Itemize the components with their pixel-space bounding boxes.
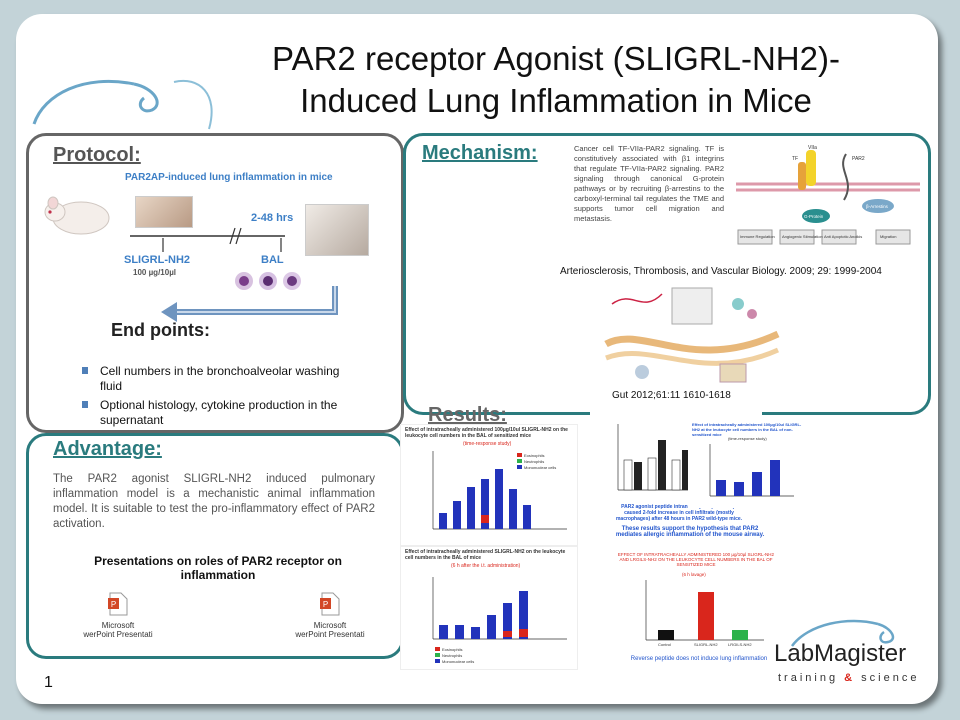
bar-chart-2: Eosinophils Neutrophils Mononuclear cell… [432, 577, 567, 664]
legend-label: Eosinophils [524, 453, 544, 458]
results-chart-5: EFFECT OF INTRATRACHEALLY ADMINISTERED 1… [608, 550, 782, 668]
advantage-text: The PAR2 agonist SLIGRL-NH2 induced pulm… [53, 473, 375, 530]
powerpoint-file-icon: P [320, 592, 340, 616]
chart-caption: PAR2 agonist peptide intranasally 100µM … [615, 504, 743, 522]
file-label-line-2: werPoint Presentati [295, 630, 365, 639]
cell-illustration [604, 287, 780, 383]
diagram-label: G-Protein [804, 214, 824, 219]
protocol-panel: Protocol: PAR2AP-induced lung inflammati… [26, 133, 404, 433]
title-line-2: Induced Lung Inflammation in Mice [300, 82, 812, 119]
list-item: Cell numbers in the bronchoalveolar wash… [76, 364, 356, 394]
mechanism-text: Cancer cell TF-VIIa-PAR2 signaling. TF i… [574, 144, 724, 223]
dose-label: 100 µg/10µl [133, 268, 177, 277]
advantage-heading: Advantage: [53, 438, 162, 460]
svg-text:P: P [323, 600, 328, 609]
bal-photo [305, 204, 369, 256]
logo-tagline-amp: & [844, 672, 856, 684]
endpoints-list: Cell numbers in the bronchoalveolar wash… [76, 364, 356, 432]
legend-label: Neutrophils [524, 459, 544, 464]
time-label: 2-48 hrs [251, 212, 294, 224]
chart-title: Effect of intratracheally administered 1… [692, 422, 802, 437]
chart-conclusion: These results support the hypothesis tha… [615, 526, 765, 538]
diagram-label: TF [792, 156, 798, 162]
chart-subtitle: (6 h after the i.t. administration) [451, 563, 521, 569]
chart-title: EFFECT OF INTRATRACHEALLY ADMINISTERED 1… [617, 552, 775, 567]
bar-chart-4 [709, 444, 794, 497]
presentation-file-2[interactable]: P Microsoft werPoint Presentati [285, 592, 375, 639]
mechanism-heading: Mechanism: [422, 142, 538, 164]
logo-tagline: training & science [778, 672, 919, 684]
chart-title: Effect of intratracheally administered 1… [405, 427, 568, 439]
bal-label: BAL [261, 254, 284, 266]
diagram-label: Angiogenic Stimulation [782, 234, 823, 239]
return-arrow-icon [161, 286, 338, 322]
advantage-panel: Advantage: The PAR2 agonist SLIGRL-NH2 i… [26, 433, 404, 659]
diagram-label: Migration [880, 234, 896, 239]
list-item: Optional histology, cytokine production … [76, 398, 356, 428]
protocol-diagram-title: PAR2AP-induced lung inflammation in mice [125, 172, 333, 183]
results-chart-1: Effect of intratracheally administered 1… [400, 424, 578, 546]
legend-label: Mononuclear cells [524, 465, 556, 470]
bar-chart-1: Eosinophils Neutrophils Mononuclear cell… [432, 451, 567, 530]
file-label-line-1: Microsoft [101, 621, 135, 630]
category-label: LRGILS-NH2 [728, 642, 752, 647]
chart-subtitle: (time-response study) [728, 436, 767, 441]
chart-subtitle: (6 h lavage) [682, 572, 706, 577]
chart-title: Effect of intratracheally administered S… [405, 549, 566, 561]
procedure-photo [135, 196, 193, 228]
diagram-label: Immune Regulation [740, 234, 775, 239]
bal-cells-image [235, 272, 301, 290]
title-line-1: PAR2 receptor Agonist (SLIGRL-NH2)- [272, 40, 840, 77]
swoosh-logo-icon [32, 79, 213, 130]
presentation-file-1[interactable]: P Microsoft werPoint Presentati [73, 592, 163, 639]
results-chart-2: Effect of intratracheally administered S… [400, 546, 578, 670]
file-label-line-1: Microsoft [313, 621, 347, 630]
diagram-label: VIIa [808, 145, 817, 151]
results-chart-4: Effect of intratracheally administered 1… [688, 422, 804, 508]
mechanism-panel: Mechanism: Cancer cell TF-VIIa-PAR2 sign… [403, 133, 931, 415]
diagram-label: PAR2 [852, 156, 865, 162]
legend-label: Neutrophils [442, 653, 462, 658]
legend-label: Eosinophils [442, 647, 462, 652]
results-heading: Results: [428, 404, 507, 426]
chart-caption: Reverse peptide does not induce lung inf… [630, 656, 768, 662]
bar-chart-3 [617, 424, 708, 491]
presentations-title: Presentations on roles of PAR2 receptor … [94, 554, 342, 582]
diagram-label: β-Arrestins [866, 204, 889, 209]
timeline-arrow [130, 227, 285, 252]
slide-title: PAR2 receptor Agonist (SLIGRL-NH2)- Indu… [206, 38, 906, 122]
reference-1: Arteriosclerosis, Thrombosis, and Vascul… [560, 266, 882, 277]
diagram-label: Anti Apoptotic Anoikis [824, 234, 862, 239]
legend-label: Mononuclear cells [442, 659, 474, 664]
category-label: SLIGRL-NH2 [694, 642, 718, 647]
logo-tagline-a: training [778, 672, 845, 684]
category-label: Control [658, 642, 671, 647]
slide: PAR2 receptor Agonist (SLIGRL-NH2)- Indu… [16, 14, 938, 704]
endpoints-heading: End points: [111, 320, 210, 340]
mouse-icon [44, 196, 110, 235]
protocol-heading: Protocol: [53, 144, 141, 166]
chart-subtitle: (time-response study) [463, 441, 512, 447]
reference-2: Gut 2012;61:11 1610-1618 [612, 390, 731, 401]
logo-tagline-b: science [855, 672, 920, 684]
agonist-label: SLIGRL-NH2 [124, 254, 190, 266]
svg-text:P: P [111, 600, 116, 609]
powerpoint-file-icon: P [108, 592, 128, 616]
labmagister-swoosh-icon [790, 619, 895, 647]
signaling-pathway-diagram: VIIa TF PAR2 G-Protein β-Arrestins Immun… [736, 145, 920, 245]
page-number: 1 [44, 674, 53, 691]
bar-chart-5: Control SLIGRL-NH2 LRGILS-NH2 [645, 580, 764, 647]
file-label-line-2: werPoint Presentati [83, 630, 153, 639]
logo-name: LabMagister [774, 640, 907, 667]
